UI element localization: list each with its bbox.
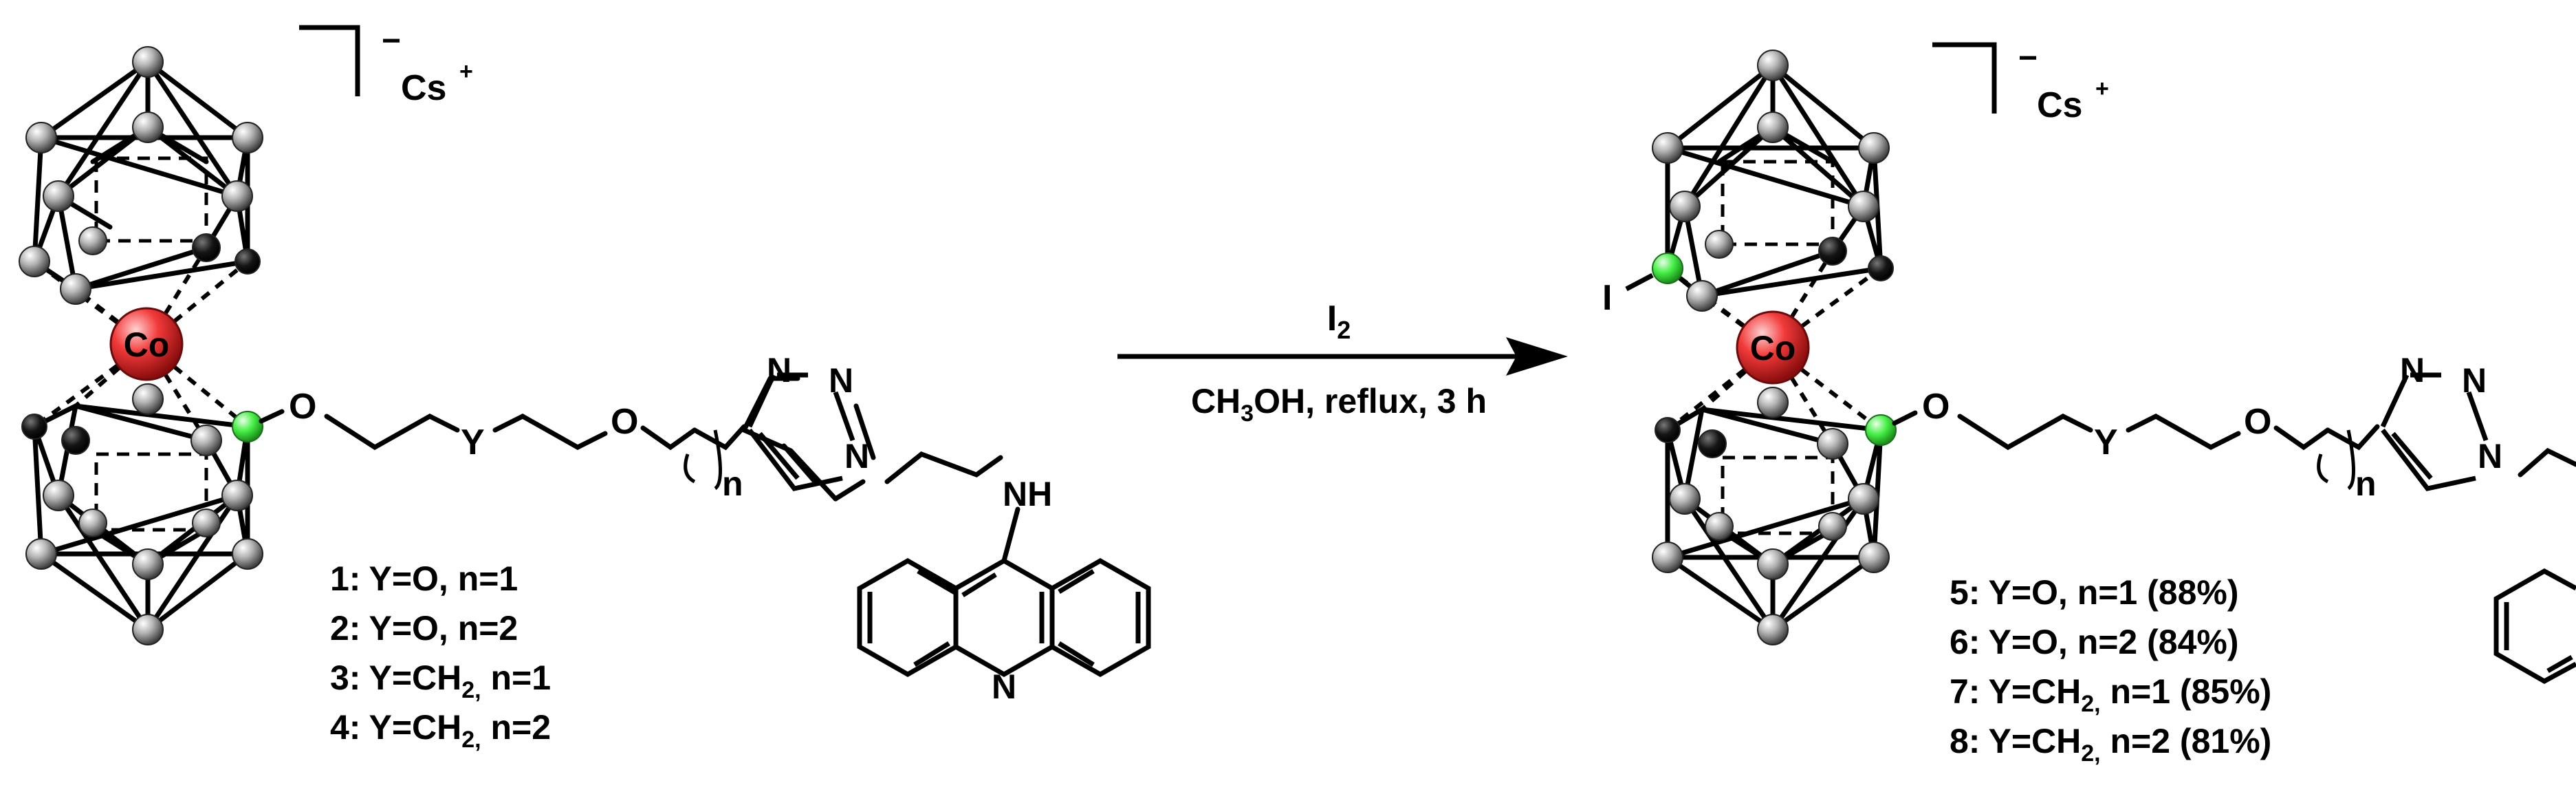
right-co-label: Co xyxy=(1750,329,1796,367)
right-iodine: I xyxy=(1602,278,1612,318)
right-linker-n: n xyxy=(2355,464,2377,503)
left-triazole-n1: N xyxy=(767,351,792,389)
left-acridine-bonds xyxy=(857,557,1151,678)
svg-text:8:Y=CH2, n=2 (81%): 8:Y=CH2, n=2 (81%) xyxy=(1950,722,2271,767)
left-charge-bracket xyxy=(299,25,360,96)
right-substitution-site xyxy=(1865,414,1897,446)
right-linker-o2: O xyxy=(2244,402,2271,442)
left-counterion: Cs xyxy=(401,68,446,108)
left-linker-y: Y xyxy=(461,422,485,462)
right-counterion: Cs xyxy=(2037,85,2082,125)
left-upper-atoms xyxy=(19,46,263,305)
svg-text:1:Y=O, n=1: 1:Y=O, n=1 xyxy=(330,559,518,598)
svg-text:4:Y=CH2, n=2: 4:Y=CH2, n=2 xyxy=(330,708,551,753)
right-triazole-n2: N xyxy=(2462,361,2487,400)
right-cobalt-atom xyxy=(1736,310,1810,385)
left-linker-o1: O xyxy=(289,387,316,427)
right-acridine-partial xyxy=(2493,568,2576,685)
right-linker-bonds xyxy=(1892,410,2576,478)
svg-text:6:Y=O, n=2 (84%): 6:Y=O, n=2 (84%) xyxy=(1950,623,2239,661)
reagent-label: I2 xyxy=(1327,299,1351,344)
right-triazole-bonds xyxy=(2380,372,2489,491)
left-lower-atoms xyxy=(21,383,263,645)
right-charge: − xyxy=(2018,40,2038,76)
left-acridine-n: N xyxy=(992,667,1016,706)
right-iodination-site xyxy=(1652,253,1683,284)
product-iodinated-cobaltabisdicarbollide: Co I − Cs + O Y O n N N xyxy=(1602,40,2576,767)
svg-text:2:Y=O, n=2: 2:Y=O, n=2 xyxy=(330,609,518,647)
left-amine-nh: NH xyxy=(1003,475,1052,513)
left-triazole-bonds xyxy=(747,372,855,491)
right-compound-list: 5:Y=O, n=1 (88%) 6:Y=O, n=2 (84%) 7:Y=CH… xyxy=(1950,573,2271,767)
conditions-label: CH3OH, reflux, 3 h xyxy=(1191,382,1487,427)
right-counterion-charge: + xyxy=(2095,76,2109,102)
left-co-label: Co xyxy=(124,325,170,364)
svg-text:5:Y=O, n=1 (88%): 5:Y=O, n=1 (88%) xyxy=(1950,573,2239,612)
left-co-coordination xyxy=(33,246,249,442)
left-linker-bonds xyxy=(259,376,1020,564)
right-triazole-n3: N xyxy=(2478,437,2502,475)
reaction-arrow-group: I2 CH3OH, reflux, 3 h xyxy=(1117,299,1568,427)
left-linker-o2: O xyxy=(611,402,638,442)
left-substitution-site xyxy=(232,411,263,442)
left-counterion-charge: + xyxy=(459,58,473,85)
left-triazole-n3: N xyxy=(844,437,869,475)
left-triazole-n2: N xyxy=(829,361,853,400)
right-charge-bracket xyxy=(1932,42,1997,114)
left-compound-list: 1:Y=O, n=1 2:Y=O, n=2 3:Y=CH2, n=1 4:Y=C… xyxy=(330,559,551,753)
right-linker-o1: O xyxy=(1922,387,1950,427)
right-lower-atoms xyxy=(1652,387,1890,645)
right-triazole-n1: N xyxy=(2400,351,2425,389)
left-cobalt-atom xyxy=(109,307,184,381)
left-linker-n: n xyxy=(722,464,743,503)
right-co-coordination xyxy=(1666,250,1882,445)
reactant-cobaltabisdicarbollide: Co − Cs + O Y O n xyxy=(19,23,1151,753)
svg-text:7:Y=CH2, n=1 (85%): 7:Y=CH2, n=1 (85%) xyxy=(1950,672,2271,717)
svg-text:3:Y=CH2, n=1: 3:Y=CH2, n=1 xyxy=(330,659,551,703)
left-charge: − xyxy=(382,23,401,59)
right-linker-y: Y xyxy=(2094,422,2118,462)
reaction-arrow-head xyxy=(1506,337,1568,376)
right-upper-atoms xyxy=(1652,50,1894,312)
